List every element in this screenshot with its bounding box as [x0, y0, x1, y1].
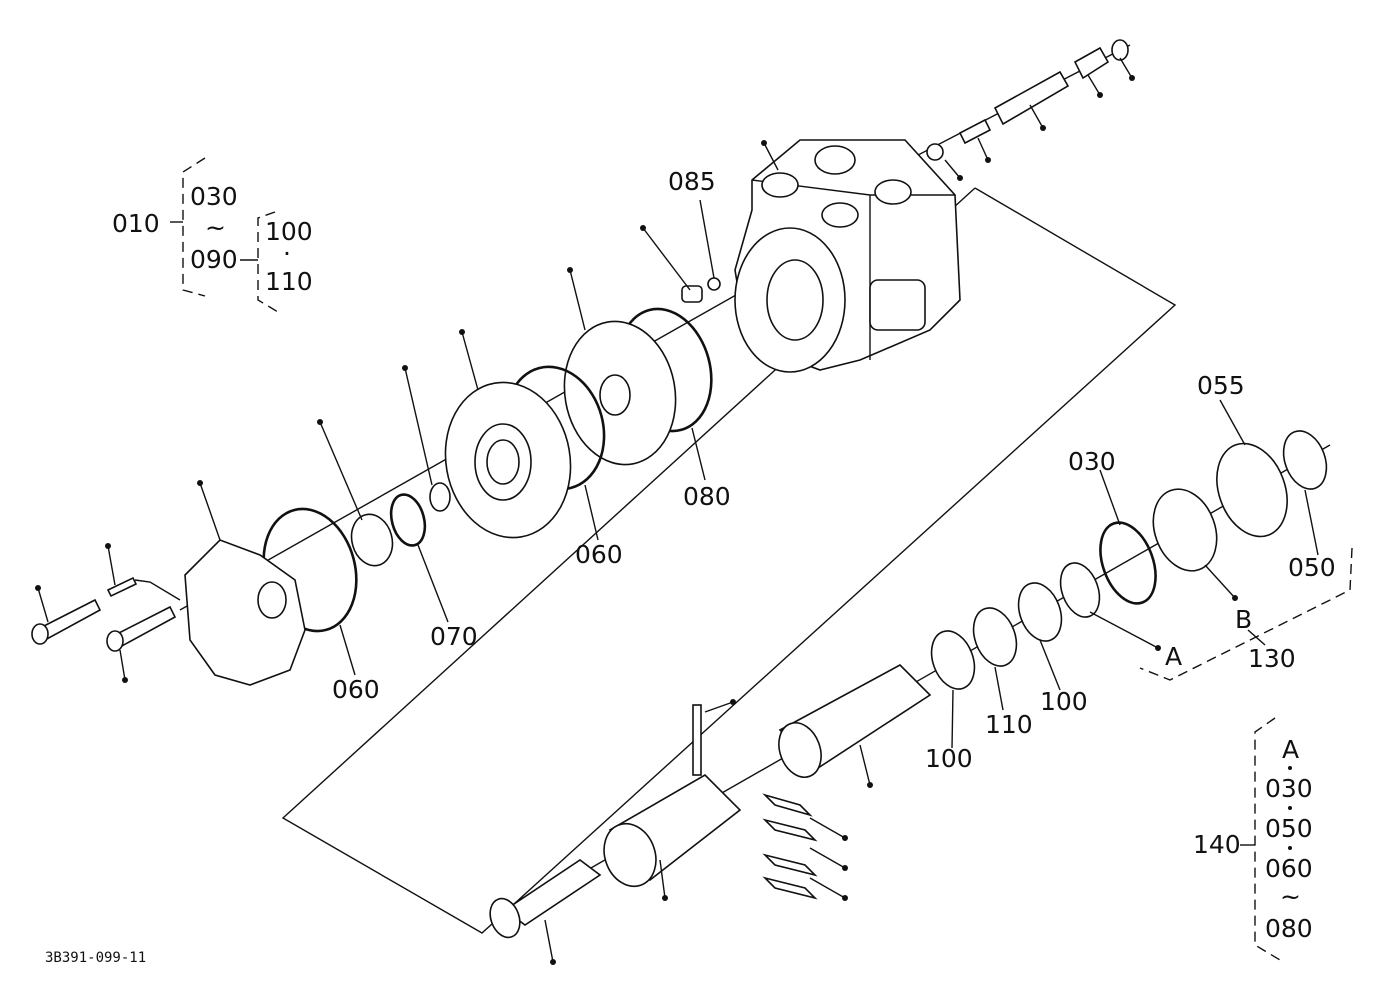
label-group1-dot: ·: [283, 239, 291, 268]
seal-rings: [930, 399, 1328, 749]
group2-sep-dot-2: [1288, 806, 1292, 810]
spacer-plate: [563, 267, 677, 466]
label-B: B: [1235, 605, 1252, 634]
label-110: 110: [985, 710, 1033, 739]
bolts: [31, 543, 181, 683]
end-cap: [184, 480, 306, 686]
label-085: 085: [668, 167, 716, 196]
drawing-number: 3B391-099-11: [45, 950, 146, 966]
label-010: 010: [112, 209, 160, 238]
spool-assembly: [489, 664, 932, 965]
label-group2-tilde: ~: [1280, 882, 1301, 911]
group-bracket-130: [1139, 547, 1353, 681]
label-group1-tilde: ~: [205, 213, 226, 242]
label-group1-100: 100: [265, 217, 313, 246]
label-group1-030: 030: [190, 182, 238, 211]
label-050: 050: [1288, 553, 1336, 582]
label-100-a: 100: [925, 744, 973, 773]
bracket-140: [1254, 717, 1281, 961]
label-group1-110: 110: [265, 267, 313, 296]
label-060-upper: 060: [575, 540, 623, 569]
label-030: 030: [1068, 447, 1116, 476]
label-group2-060: 060: [1265, 854, 1313, 883]
label-100-b: 100: [1040, 687, 1088, 716]
label-130: 130: [1248, 644, 1296, 673]
label-group2-050: 050: [1265, 814, 1313, 843]
label-group2-030: 030: [1265, 774, 1313, 803]
label-070: 070: [430, 622, 478, 651]
centering-springs: [762, 793, 848, 901]
relief-valve-parts: [926, 39, 1135, 181]
group2-sep-dot-1: [1288, 766, 1292, 770]
washer-parts: [389, 365, 451, 623]
gerotor-set: [444, 329, 572, 539]
label-055: 055: [1197, 371, 1245, 400]
valve-housing: [734, 139, 961, 373]
cover-disc: [317, 419, 394, 567]
label-group1-090: 090: [190, 245, 238, 274]
bracket-010: [182, 157, 206, 297]
label-080: 080: [683, 482, 731, 511]
label-A: A: [1165, 642, 1182, 671]
assembly-frame: [281, 187, 1177, 934]
label-140: 140: [1193, 830, 1241, 859]
group2-sep-dot-3: [1288, 846, 1292, 850]
bracket-100-110: [257, 211, 279, 313]
check-ball: [640, 199, 721, 303]
label-group2-A: A: [1282, 735, 1299, 764]
label-060-lower: 060: [332, 675, 380, 704]
label-group2-080: 080: [1265, 914, 1313, 943]
